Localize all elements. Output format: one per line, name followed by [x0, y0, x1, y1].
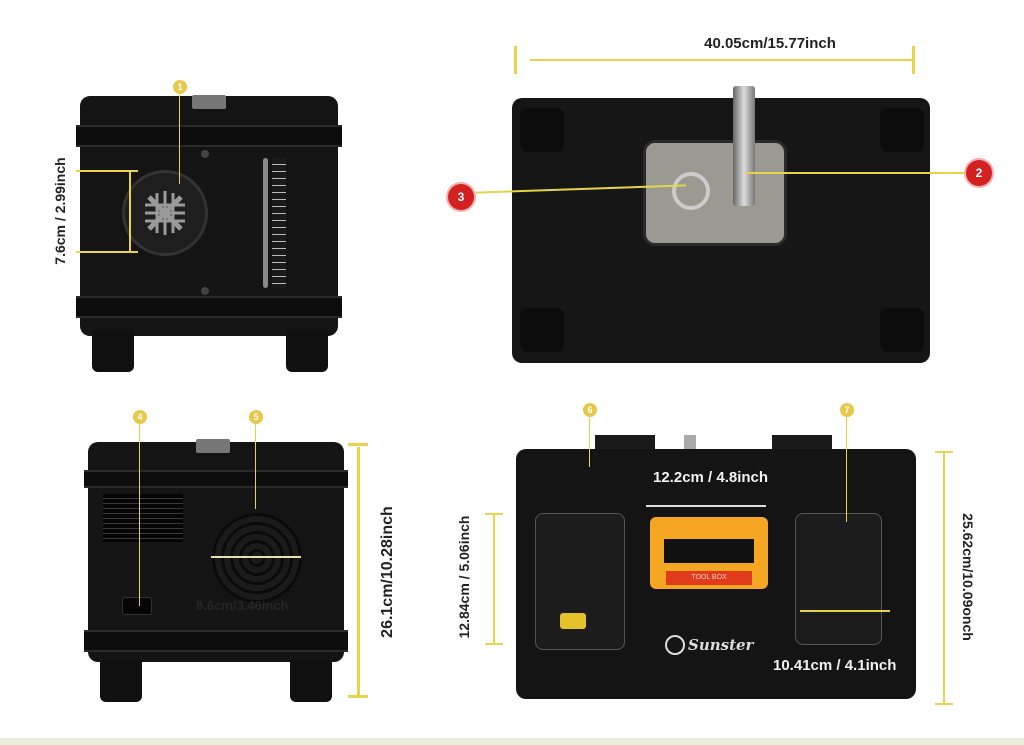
- top-clip: [595, 435, 655, 451]
- callout-line-1: [179, 94, 180, 184]
- warning-label: [103, 494, 183, 542]
- power-socket-icon: [122, 597, 152, 615]
- brand-logo-icon: [665, 635, 685, 655]
- dim-line-cap: [76, 251, 138, 253]
- handle-slot: [664, 539, 754, 563]
- front-leg-left: [92, 330, 134, 372]
- rear-height-dimension: 26.1cm/10.28inch: [379, 506, 396, 638]
- callout-line-4: [139, 424, 140, 606]
- dim-line-cap: [76, 170, 138, 172]
- top-clip: [772, 435, 832, 451]
- callout-badge-7: 7: [840, 403, 854, 417]
- callout-line-5: [255, 424, 256, 509]
- dim-line-cap: [348, 443, 368, 446]
- right-compartment-lid: [795, 513, 882, 645]
- top-knob: [684, 435, 696, 451]
- rear-fan-dimension: 8.6cm/3.46inch: [196, 598, 289, 613]
- corner-pad: [520, 108, 564, 152]
- top-width-dimension: 40.05cm/15.77inch: [704, 35, 836, 52]
- brand-name: Sunster: [688, 636, 754, 654]
- rear-base-band: [84, 630, 348, 652]
- compartment-dim-line: [800, 610, 890, 612]
- pump-fitting: [672, 172, 710, 210]
- front-base-band: [76, 296, 342, 318]
- fan-dimension-line: [211, 556, 301, 558]
- dim-line-cap: [485, 643, 503, 645]
- water-level-gauge: [263, 158, 268, 288]
- compartment-width-dimension: 10.41cm / 4.1inch: [773, 657, 897, 674]
- pipe: [733, 86, 755, 206]
- callout-badge-3: 3: [448, 184, 474, 210]
- side-view: TOOL BOX Sunster 12.2cm / 4.8inch 10.41c…: [450, 395, 1024, 735]
- brand-logo: Sunster: [665, 635, 753, 655]
- front-vent-dimension: 7.6cm / 2.99inch: [52, 157, 68, 265]
- callout-badge-2: 2: [966, 160, 992, 186]
- carry-handle[interactable]: TOOL BOX: [650, 517, 768, 589]
- dim-line-cap: [912, 46, 915, 74]
- left-compartment-lid: [535, 513, 625, 650]
- handle-width-dimension: 12.2cm / 4.8inch: [653, 469, 769, 486]
- corner-pad: [880, 108, 924, 152]
- air-vent-icon: [122, 170, 208, 256]
- fan-grille-icon: [212, 513, 302, 603]
- callout-badge-6: 6: [583, 403, 597, 417]
- screw: [201, 150, 209, 158]
- callout-line-7: [846, 417, 847, 522]
- dim-line-vertical: [129, 170, 131, 252]
- dim-line-cap: [514, 46, 517, 74]
- dim-line-cap: [935, 451, 953, 453]
- callout-badge-4: 4: [133, 410, 147, 424]
- grip-icon: [560, 613, 586, 629]
- dim-line-horizontal: [530, 59, 912, 61]
- rear-view: 8.6cm/3.46inch 4 5 26.1cm/10.28inch: [0, 395, 420, 735]
- dim-line-cap: [485, 513, 503, 515]
- top-view: 40.05cm/15.77inch 2 3: [440, 0, 1024, 390]
- case-height-dimension: 25.62cm/10.09onch: [960, 513, 976, 641]
- callout-line-2: [745, 172, 967, 174]
- dim-line-cap: [935, 703, 953, 705]
- side-panel-height-dimension: 12.84cm / 5.06inch: [456, 515, 472, 639]
- front-leg-right: [286, 330, 328, 372]
- rear-leg-right: [290, 660, 332, 702]
- handle-dim-line: [646, 505, 766, 507]
- tank-opening: [643, 140, 787, 246]
- dim-line-cap: [348, 695, 368, 698]
- dim-line-vertical: [357, 447, 360, 697]
- rear-lid-band: [84, 470, 348, 488]
- rear-leg-left: [100, 660, 142, 702]
- dim-line-vertical: [493, 513, 495, 645]
- corner-pad: [520, 308, 564, 352]
- gauge-ticks: [272, 158, 286, 288]
- dim-line-vertical: [943, 452, 945, 704]
- front-view: 1 7.6cm / 2.99inch: [0, 0, 400, 390]
- callout-line-6: [589, 417, 590, 467]
- front-lid-band: [76, 125, 342, 147]
- callout-badge-5: 5: [249, 410, 263, 424]
- bottom-strip: [0, 738, 1024, 745]
- callout-badge-1: 1: [173, 80, 187, 94]
- screw: [201, 287, 209, 295]
- latch: [192, 95, 226, 109]
- corner-pad: [880, 308, 924, 352]
- latch: [196, 439, 230, 453]
- tool-box-tag: TOOL BOX: [666, 571, 752, 585]
